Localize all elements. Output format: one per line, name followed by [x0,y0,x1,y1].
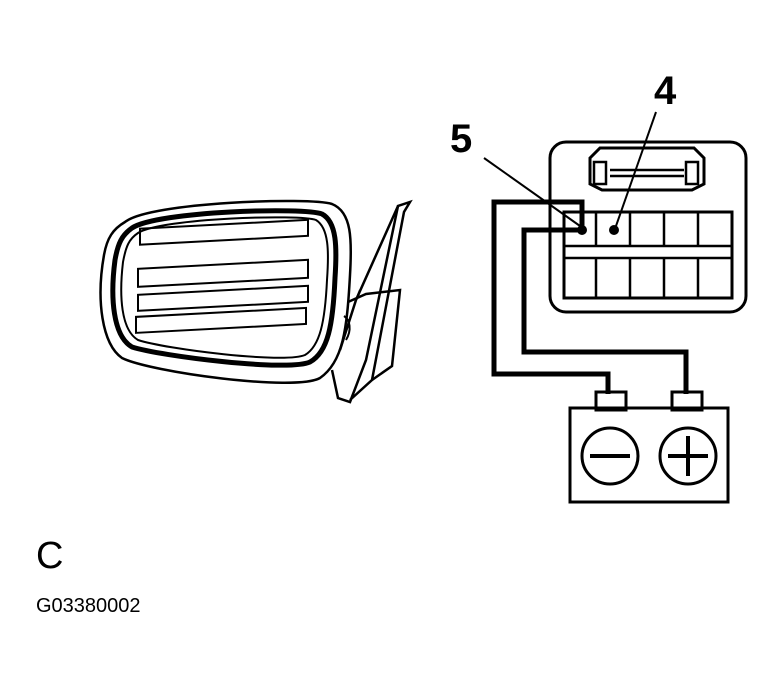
plus-icon [658,426,718,486]
minus-icon [580,426,640,486]
view-letter: C [36,535,63,577]
callout-terminal-4: 4 [654,69,677,113]
figure-code: G03380002 [36,595,141,617]
side-mirror-icon [99,199,413,404]
leader-line-4 [615,111,657,227]
battery-icon [568,390,730,504]
leader-line-5 [483,157,581,227]
wire-negative [491,199,611,394]
callout-terminal-5: 5 [450,117,472,161]
wire-positive [521,227,689,394]
connector-icon [548,140,748,314]
terminal-4-dot [609,225,619,235]
